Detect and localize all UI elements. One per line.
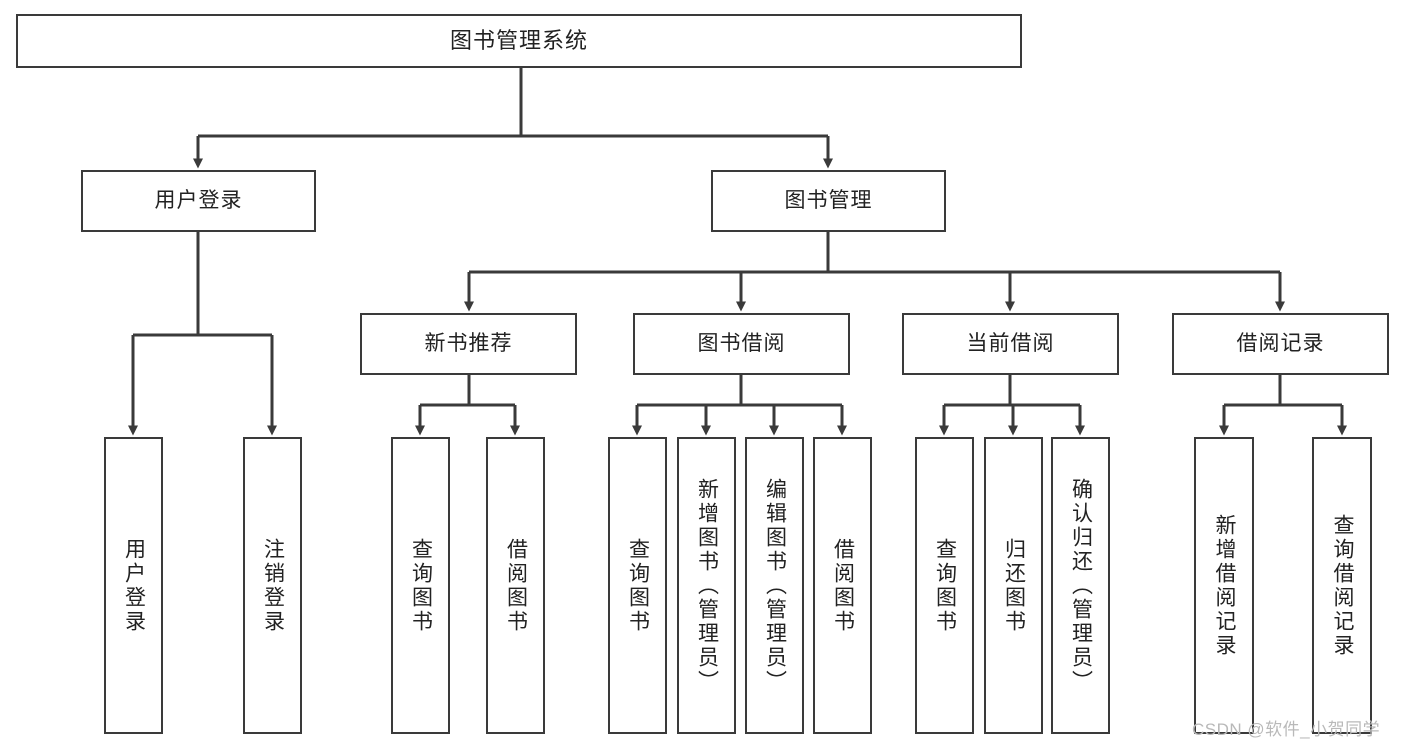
node-leaf-confirm-return-label: 确认归还（管理员） [1069, 477, 1093, 694]
csdn-watermark: CSDN @软件_小贺同学 [1192, 720, 1381, 739]
node-leaf-return-book[interactable]: 归还图书 [984, 437, 1043, 734]
node-book-borrow[interactable]: 图书借阅 [633, 313, 850, 375]
node-leaf-confirm-return[interactable]: 确认归还（管理员） [1051, 437, 1110, 734]
node-leaf-borrow-book-2-label: 借阅图书 [831, 537, 855, 634]
node-book-manage[interactable]: 图书管理 [711, 170, 946, 232]
node-borrow-record[interactable]: 借阅记录 [1172, 313, 1389, 375]
node-leaf-add-record-label: 新增借阅记录 [1213, 513, 1237, 658]
node-leaf-query-record-label: 查询借阅记录 [1331, 513, 1355, 658]
node-leaf-add-book-label: 新增图书（管理员） [695, 477, 719, 694]
node-user-login[interactable]: 用户登录 [81, 170, 316, 232]
node-current-borrow-label: 当前借阅 [966, 331, 1055, 355]
node-leaf-logout-login-label: 注销登录 [261, 537, 285, 634]
node-leaf-logout-login[interactable]: 注销登录 [243, 437, 302, 734]
node-leaf-add-book[interactable]: 新增图书（管理员） [677, 437, 736, 734]
node-book-manage-label: 图书管理 [784, 188, 873, 212]
node-leaf-query-book-3-label: 查询图书 [933, 537, 957, 634]
node-root[interactable]: 图书管理系统 [16, 14, 1022, 68]
node-user-login-label: 用户登录 [154, 188, 243, 212]
node-leaf-user-login-label: 用户登录 [122, 537, 146, 634]
node-root-label: 图书管理系统 [449, 28, 588, 54]
node-leaf-query-book-1-label: 查询图书 [409, 537, 433, 634]
node-book-borrow-label: 图书借阅 [697, 331, 786, 355]
node-leaf-borrow-book-2[interactable]: 借阅图书 [813, 437, 872, 734]
node-leaf-query-book-3[interactable]: 查询图书 [915, 437, 974, 734]
node-leaf-borrow-book-1-label: 借阅图书 [504, 537, 528, 634]
node-borrow-record-label: 借阅记录 [1236, 331, 1325, 355]
node-leaf-add-record[interactable]: 新增借阅记录 [1194, 437, 1254, 734]
node-leaf-query-record[interactable]: 查询借阅记录 [1312, 437, 1372, 734]
node-leaf-query-book-1[interactable]: 查询图书 [391, 437, 450, 734]
node-leaf-query-book-2-label: 查询图书 [626, 537, 650, 634]
node-leaf-edit-book-label: 编辑图书（管理员） [763, 477, 787, 694]
node-new-book-recommend[interactable]: 新书推荐 [360, 313, 577, 375]
node-leaf-return-book-label: 归还图书 [1002, 537, 1026, 634]
node-leaf-user-login[interactable]: 用户登录 [104, 437, 163, 734]
node-leaf-edit-book[interactable]: 编辑图书（管理员） [745, 437, 804, 734]
node-leaf-query-book-2[interactable]: 查询图书 [608, 437, 667, 734]
node-leaf-borrow-book-1[interactable]: 借阅图书 [486, 437, 545, 734]
node-current-borrow[interactable]: 当前借阅 [902, 313, 1119, 375]
node-new-book-recommend-label: 新书推荐 [424, 331, 513, 355]
